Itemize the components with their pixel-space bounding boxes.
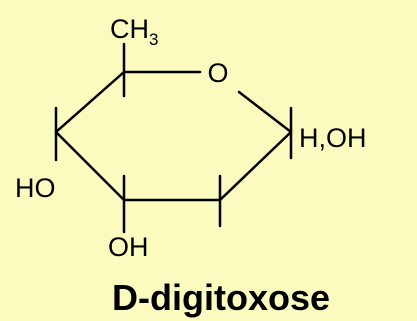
bond-c3-c4 <box>54 130 126 202</box>
ring-oxygen-label: O <box>207 58 228 88</box>
bond-c4-c5 <box>54 70 126 134</box>
anomeric-substituent-label: H,OH <box>299 123 367 153</box>
hydroxyl-left-label: HO <box>15 173 56 203</box>
bond-o-c1 <box>237 90 293 134</box>
substituent-bonds <box>54 42 293 234</box>
bond-c1-c2 <box>218 130 293 202</box>
methyl-label: CH3 <box>110 14 158 49</box>
hydroxyl-bottom-label: OH <box>108 232 149 262</box>
compound-name: D-digitoxose <box>112 277 330 318</box>
ring-bonds <box>54 70 293 202</box>
